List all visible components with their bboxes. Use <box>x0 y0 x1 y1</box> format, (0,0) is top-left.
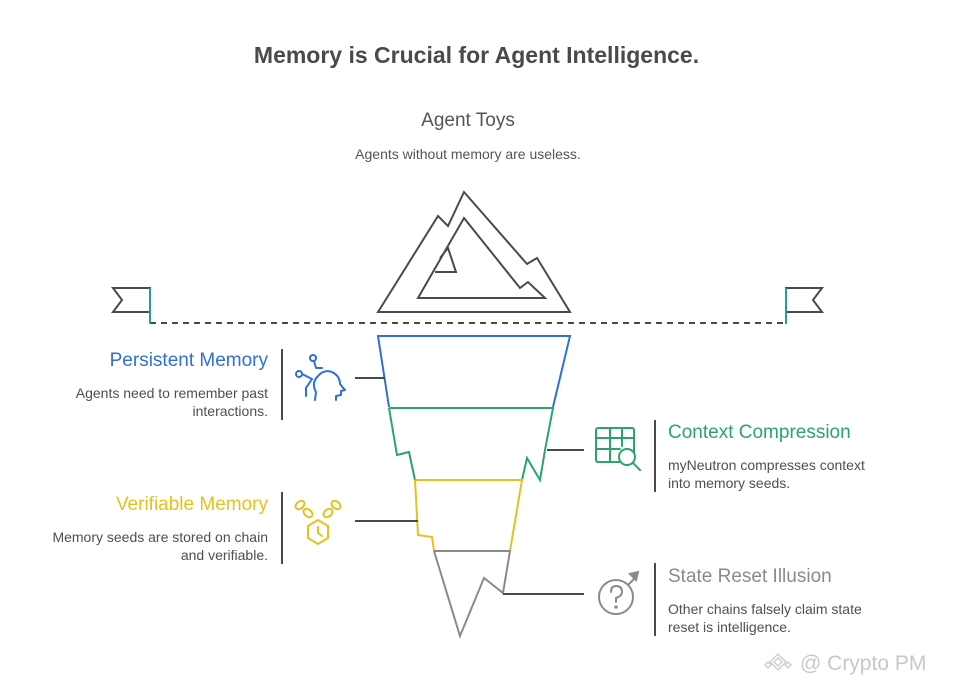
iceberg-tip-outer <box>376 190 572 313</box>
iceberg-tip-inner <box>416 216 548 299</box>
iceberg-layer-reset <box>433 550 512 639</box>
iceberg-layer-compression-left <box>388 407 416 481</box>
section-title-verifiable-memory: Verifiable Memory <box>115 494 268 515</box>
iceberg-layer-verifiable <box>415 479 524 552</box>
table-search-icon <box>595 427 641 471</box>
section-description-state-reset-illusion: Other chains falsely claim state reset i… <box>668 601 862 635</box>
section-description-persistent-memory: Agents need to remember past interaction… <box>75 385 268 419</box>
iceberg-layer-compression <box>389 407 555 483</box>
left-flag-icon <box>111 287 151 324</box>
section-description-context-compression: myNeutron compresses context into memory… <box>668 457 865 491</box>
section-title-context-compression: Context Compression <box>668 422 851 443</box>
iceberg-layer-persistent <box>376 335 572 408</box>
section-title-persistent-memory: Persistent Memory <box>109 350 268 371</box>
question-arrow-icon <box>598 570 640 615</box>
section-title-state-reset-illusion: State Reset Illusion <box>668 566 832 587</box>
section-description-verifiable-memory: Memory seeds are stored on chain and ver… <box>52 529 268 563</box>
page-title: Memory is Crucial for Agent Intelligence… <box>253 42 700 68</box>
watermark-text: @ Crypto PM <box>800 652 927 675</box>
iceberg-layer-verifiable-left <box>414 479 435 552</box>
tip-description: Agents without memory are useless. <box>355 146 581 162</box>
right-flag-icon <box>785 287 824 324</box>
chain-hexagon-icon <box>294 499 342 546</box>
watermark-logo-icon <box>763 652 793 672</box>
head-network-icon <box>295 354 346 401</box>
iceberg-tip-notch <box>435 245 458 273</box>
tip-title: Agent Toys <box>421 110 515 131</box>
